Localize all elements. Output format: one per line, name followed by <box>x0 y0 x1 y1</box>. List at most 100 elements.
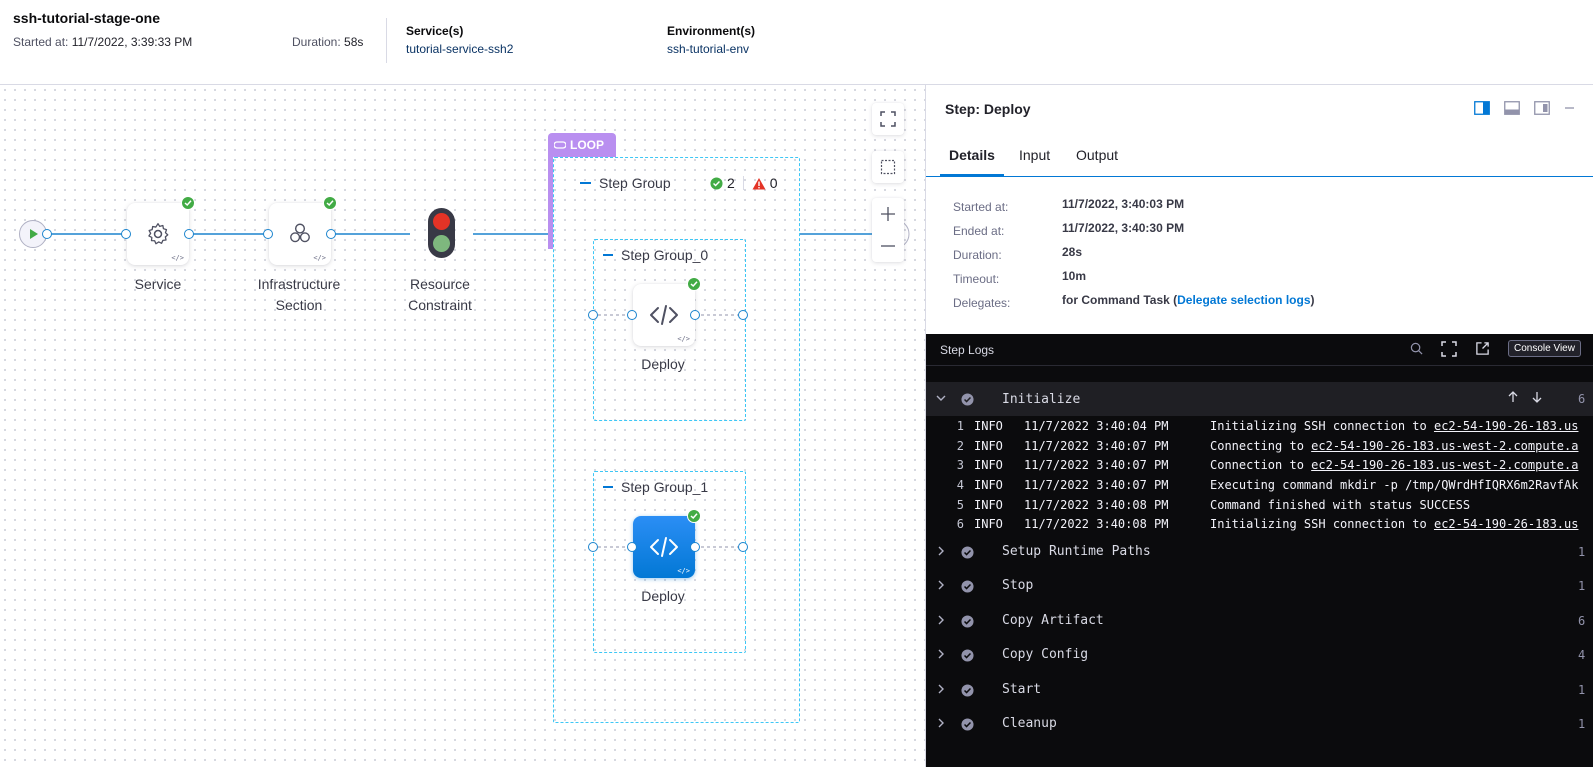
chevron-right-icon[interactable] <box>935 683 947 695</box>
zoom-out-button[interactable] <box>872 230 904 262</box>
arrow-down-icon[interactable] <box>1532 391 1542 403</box>
environments-value[interactable]: ssh-tutorial-env <box>667 42 750 56</box>
step-group-box[interactable] <box>553 157 800 723</box>
host-link[interactable]: ec2-54-190-26-183.us-west-2.compute.a <box>1311 439 1579 453</box>
success-check-icon <box>687 509 701 523</box>
minus-icon <box>881 245 895 247</box>
group0-output-port[interactable] <box>738 310 748 320</box>
section-count: 6 <box>1578 392 1586 406</box>
resource-constraint-label: Resource Constraint <box>390 274 490 316</box>
collapse-icon[interactable] <box>603 486 613 488</box>
section-name: Start <box>1002 682 1042 697</box>
step-group-title[interactable]: Step Group <box>580 175 671 191</box>
group0-input-port[interactable] <box>588 310 598 320</box>
log-section-cleanup[interactable]: Cleanup 1 <box>926 707 1593 741</box>
select-toolbar <box>872 151 904 183</box>
yaml-icon: </> <box>171 254 184 262</box>
console-view-button[interactable]: Console View <box>1508 340 1581 357</box>
environments-label: Environment(s) <box>667 24 756 38</box>
service-node[interactable]: </> <box>127 203 189 265</box>
services-value[interactable]: tutorial-service-ssh2 <box>406 42 514 56</box>
infrastructure-node[interactable]: </> <box>269 203 331 265</box>
layout-right-icon[interactable] <box>1474 101 1490 115</box>
host-link[interactable]: ec2-54-190-26-183.us <box>1433 517 1579 531</box>
search-icon[interactable] <box>1410 342 1423 355</box>
service-output-port[interactable] <box>184 229 194 239</box>
step-group-0-box[interactable] <box>593 239 746 421</box>
group1-output-port[interactable] <box>738 542 748 552</box>
layout-bottom-icon[interactable] <box>1504 101 1520 115</box>
code-icon <box>650 537 678 557</box>
layout-float-icon[interactable] <box>1534 101 1550 115</box>
fullscreen-icon[interactable] <box>1441 340 1457 357</box>
header-divider <box>386 18 387 63</box>
detail-value: 10m <box>1062 269 1087 283</box>
log-section-copy-config[interactable]: Copy Config 4 <box>926 638 1593 672</box>
warning-icon <box>752 177 766 189</box>
group1-input-port[interactable] <box>588 542 598 552</box>
service-label: Service <box>134 276 182 292</box>
step-group-0-title[interactable]: Step Group_0 <box>603 247 708 263</box>
service-input-port[interactable] <box>121 229 131 239</box>
logs-title: Step Logs <box>940 343 995 357</box>
collapse-icon[interactable] <box>580 182 591 184</box>
chevron-down-icon[interactable] <box>935 392 947 404</box>
stage-started: Started at: 11/7/2022, 3:39:33 PM <box>13 35 192 49</box>
deploy1-output-port[interactable] <box>690 542 700 552</box>
fit-to-screen-toolbar <box>872 103 904 135</box>
traffic-light-icon[interactable] <box>428 208 455 258</box>
zoom-in-button[interactable] <box>872 198 904 230</box>
deploy0-output-port[interactable] <box>690 310 700 320</box>
start-output-port[interactable] <box>42 229 52 239</box>
layout-toggle <box>1474 101 1574 115</box>
collapse-icon[interactable] <box>603 254 613 256</box>
log-section-copy-artifact[interactable]: Copy Artifact 6 <box>926 604 1593 638</box>
deploy-step-node-selected[interactable]: </> <box>633 516 695 578</box>
log-section-initialize[interactable]: Initialize 6 <box>926 382 1593 416</box>
success-check-icon <box>961 649 974 662</box>
chevron-right-icon[interactable] <box>935 579 947 591</box>
loop-icon <box>554 141 566 149</box>
log-section-start[interactable]: Start 1 <box>926 673 1593 707</box>
tab-input[interactable]: Input <box>1019 147 1051 163</box>
chevron-right-icon[interactable] <box>935 614 947 626</box>
warning-count: 0 <box>769 175 778 191</box>
host-link[interactable]: ec2-54-190-26-183.us-west-2.compute.a <box>1311 458 1579 472</box>
step-group-1-box[interactable] <box>593 471 746 653</box>
stage-header: ssh-tutorial-stage-one Started at: 11/7/… <box>0 0 1593 85</box>
log-section-stop[interactable]: Stop 1 <box>926 569 1593 603</box>
deploy0-input-port[interactable] <box>627 310 637 320</box>
active-tab-indicator <box>940 174 1004 177</box>
log-section-setup-runtime-paths[interactable]: Setup Runtime Paths 1 <box>926 535 1593 569</box>
section-nav <box>1508 391 1542 403</box>
open-new-tab-icon[interactable] <box>1475 341 1490 356</box>
chevron-right-icon[interactable] <box>935 545 947 557</box>
step-group-1-title[interactable]: Step Group_1 <box>603 479 708 495</box>
arrow-up-icon[interactable] <box>1508 391 1518 403</box>
delegate-selection-logs-link[interactable]: Delegate selection logs <box>1177 293 1311 307</box>
minimize-icon[interactable] <box>1564 101 1574 115</box>
deploy-step-node[interactable]: </> <box>633 284 695 346</box>
play-icon <box>30 229 38 239</box>
infrastructure-input-port[interactable] <box>263 229 273 239</box>
chevron-right-icon[interactable] <box>935 648 947 660</box>
tab-output[interactable]: Output <box>1076 147 1119 163</box>
deploy1-input-port[interactable] <box>627 542 637 552</box>
step-group-counts: 2 0 <box>710 175 778 191</box>
tab-details[interactable]: Details <box>949 147 995 163</box>
success-check-icon <box>961 684 974 697</box>
pipeline-canvas[interactable]: </> Service </> Infrastructure Section R… <box>0 85 925 767</box>
section-name: Setup Runtime Paths <box>1002 544 1151 559</box>
logs-toolbar: Console View <box>1410 340 1581 357</box>
host-link[interactable]: ec2-54-190-26-183.us <box>1433 419 1579 433</box>
fit-to-screen-button[interactable] <box>872 103 904 135</box>
success-check-icon <box>687 277 701 291</box>
success-check-icon <box>961 718 974 731</box>
started-value: 11/7/2022, 3:39:33 PM <box>71 35 193 49</box>
infrastructure-output-port[interactable] <box>326 229 336 239</box>
select-area-button[interactable] <box>872 151 904 183</box>
chevron-right-icon[interactable] <box>935 717 947 729</box>
